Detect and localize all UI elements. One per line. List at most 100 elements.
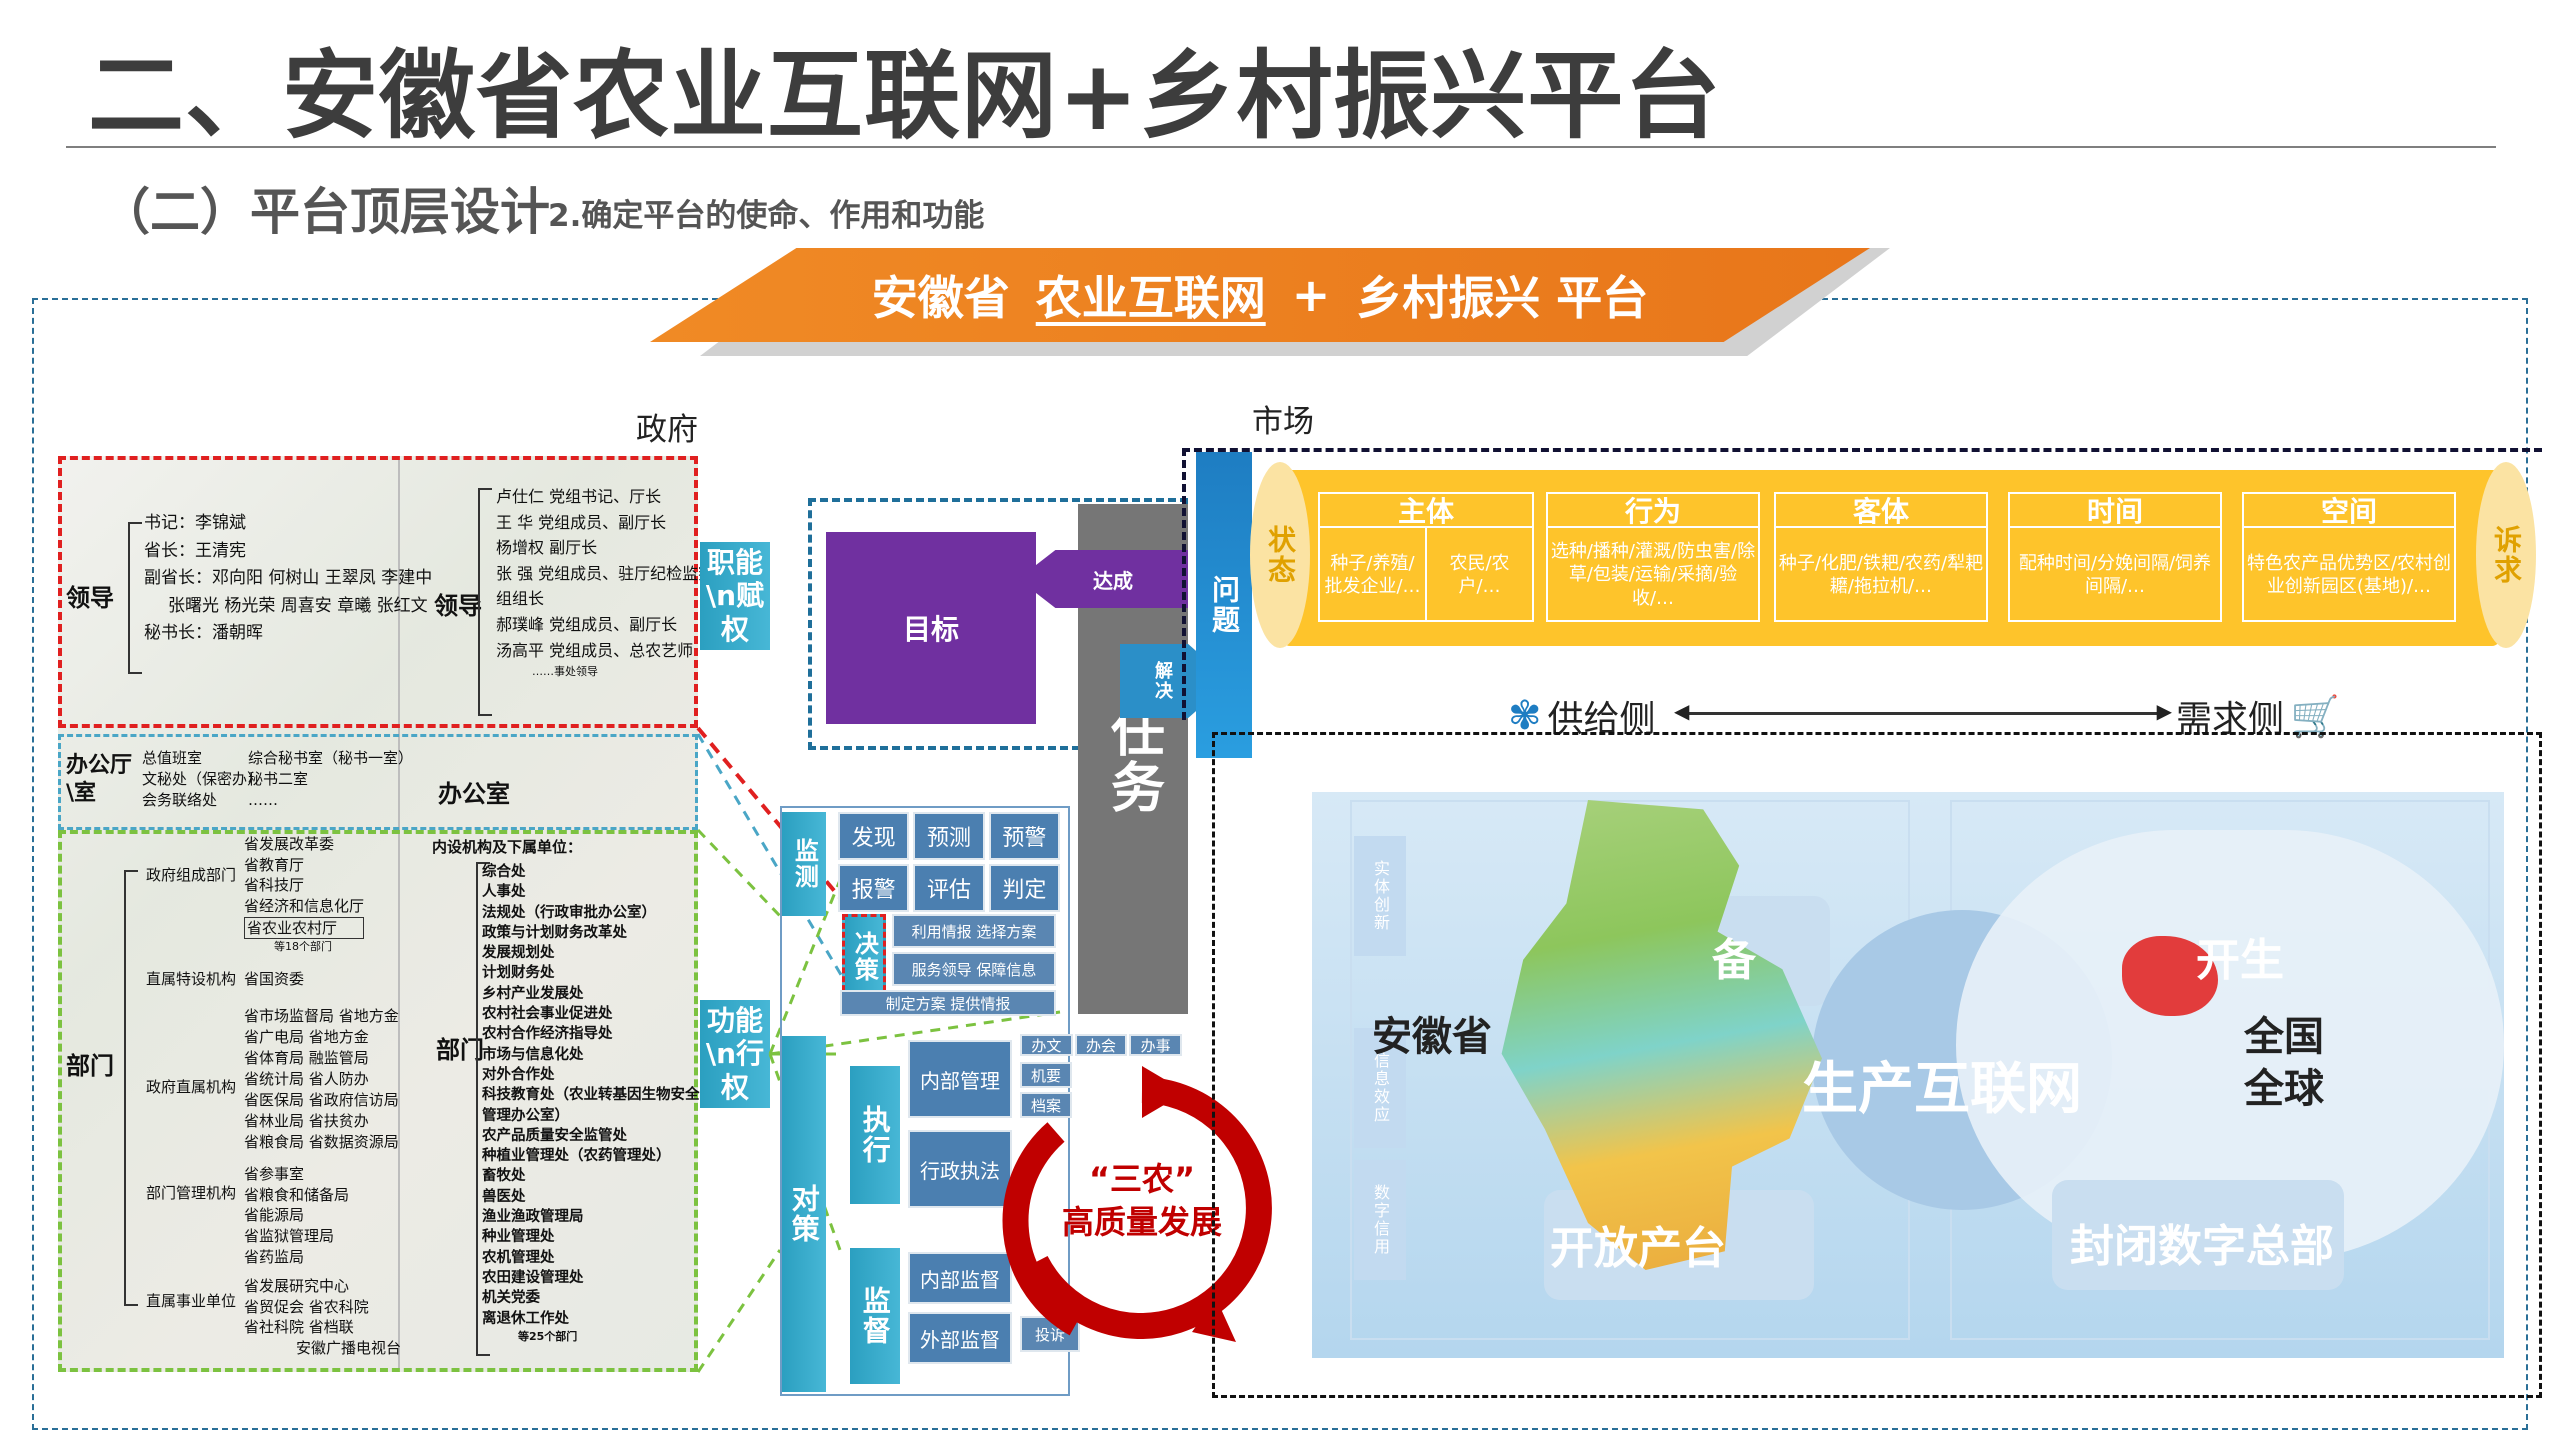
exec-top-cell[interactable]: 办文: [1020, 1034, 1073, 1056]
banner-province: 安徽省: [871, 271, 1010, 325]
action-label[interactable]: 对策: [782, 1036, 826, 1392]
national-label: 全国: [2244, 1014, 2324, 1060]
monitor-cell-assess[interactable]: 评估: [913, 864, 985, 912]
network-label: 生产互联网: [1802, 1057, 2082, 1122]
monitor-cell-predict[interactable]: 预测: [913, 812, 985, 860]
monitor-label[interactable]: 监测: [782, 812, 826, 916]
leader-item: 书记：李锦斌: [144, 513, 246, 533]
market-card-object: 客体 种子/化肥/铁耙/农药/犁耙耱/拖拉机/…: [1774, 492, 1988, 622]
internal-management-cell[interactable]: 内部管理: [908, 1040, 1012, 1118]
office-item: 秘书二室: [248, 770, 309, 788]
dept-item: 省发展改革委: [244, 835, 335, 853]
hq-label: 封闭数字总部: [2070, 1221, 2334, 1272]
dept-item: 省能源局: [244, 1206, 305, 1225]
dept-group-name: 直属特设机构: [146, 970, 237, 988]
green-connector-1: [696, 828, 782, 918]
dept-group-name: 政府组成部门: [146, 866, 237, 884]
leader-item: 省长：王清宪: [144, 540, 246, 561]
dept-item: 省农业农村厅: [244, 916, 365, 940]
achieve-label: 达成: [1093, 568, 1133, 593]
internal-supervision-cell[interactable]: 内部监督: [908, 1252, 1012, 1304]
china-highlight: [2122, 936, 2218, 1016]
arrow-left-icon: ◀: [1674, 699, 1690, 723]
dept-right-item: 等25个部门: [518, 1329, 578, 1343]
dept-right-item: 对外合作处: [482, 1066, 555, 1083]
function-empower-button[interactable]: 职能\n赋权: [700, 542, 770, 650]
card-body: 种子/养殖/批发企业/… 农民/农户/…: [1320, 528, 1532, 622]
office-item: ……: [248, 791, 278, 809]
page-title: 二、安徽省农业互联网+乡村振兴平台: [88, 40, 1722, 152]
dept-item: 等18个部门: [274, 940, 332, 954]
dept-item: 省科技厅: [244, 876, 305, 895]
province-label: 安徽省: [1372, 1014, 1492, 1060]
green-connector-5: [768, 879, 842, 1055]
leader-bracket: [128, 522, 142, 674]
decision-label[interactable]: 决策: [842, 914, 886, 1000]
execute-label[interactable]: 执行: [850, 1066, 900, 1204]
dept-group-list: 省市场监督局 省地方金 省广电局 省地方金 省体育局 融监管局 省统计局 省人防…: [244, 1006, 399, 1153]
card-head: 主体: [1320, 494, 1532, 528]
leader-right-item: 杨增权 副厅长: [496, 538, 598, 558]
dept-group-name: 部门管理机构: [146, 1184, 237, 1202]
monitor-cell-alarm[interactable]: 报警: [838, 864, 910, 912]
banner-revitalization: 乡村振兴 平台: [1356, 271, 1649, 325]
dept-group-list: 省参事室 省粮食和储备局 省能源局 省监狱管理局 省药监局: [244, 1164, 349, 1267]
side-chip: 实体创新: [1354, 836, 1406, 956]
card-head: 空间: [2244, 494, 2454, 528]
decision-cell[interactable]: 服务领导 保障信息: [892, 952, 1056, 986]
title-divider: [66, 146, 2496, 148]
dept-item: 省医保局 省政府信访局: [244, 1091, 399, 1109]
external-supervision-cell[interactable]: 外部监督: [908, 1312, 1012, 1364]
green-connector-7: [769, 1010, 1061, 1056]
leader-right-item: 张 强 党组成员、驻厅纪检监察: [496, 563, 715, 583]
office-list-2: 综合秘书室（秘书一室） 秘书二室 ……: [248, 748, 413, 811]
leader-item: 副省长：邓向阳 何树山 王翠凤 李建中: [144, 568, 433, 589]
office-right-label: 办公室: [438, 780, 510, 808]
dept-right-item: 离退休工作处: [482, 1310, 569, 1327]
exec-top-cell[interactable]: 办事: [1129, 1034, 1183, 1056]
exec-sub-cell[interactable]: 机要: [1020, 1062, 1072, 1088]
ring-arrowhead-top: [1142, 1066, 1186, 1118]
monitor-cell-warn[interactable]: 预警: [988, 812, 1060, 860]
supervise-label[interactable]: 监督: [850, 1248, 900, 1384]
leader-right-list: 卢仕仁 党组书记、厅长 王 华 党组成员、副厅长 杨增权 副厅长 张 强 党组成…: [496, 484, 714, 681]
ring-arc-lower: [1002, 1122, 1083, 1336]
dept-item: 省发展研究中心: [244, 1277, 350, 1295]
office-label: 办公厅\室: [66, 753, 133, 806]
card-body-cell: 配种时间/分娩间隔/饲养间隔/…: [2018, 552, 2212, 597]
decision-cell[interactable]: 利用情报 选择方案: [892, 914, 1056, 948]
dept-group-list: 省发展改革委 省教育厅 省科技厅 省经济和信息化厅 省农业农村厅 等18个部门: [244, 834, 365, 955]
monitor-cell-judge[interactable]: 判定: [988, 864, 1060, 912]
market-card-time: 时间 配种时间/分娩间隔/饲养间隔/…: [2008, 492, 2222, 622]
decision-cell[interactable]: 制定方案 提供情报: [840, 990, 1056, 1016]
leader-frame: [58, 456, 698, 728]
exec-sub-cell[interactable]: 档案: [1020, 1092, 1072, 1118]
office-item: 文秘处（保密办）: [142, 770, 263, 788]
global-label: 全球: [2244, 1066, 2324, 1112]
dept-right-item: 乡村产业发展处: [482, 985, 584, 1002]
dept-right-item: 兽医处: [482, 1188, 526, 1205]
cart-icon: 🛒: [2290, 693, 2340, 740]
ring-label-line2: 高质量发展: [1061, 1203, 1222, 1242]
dept-right-item: 发展规划处: [482, 945, 555, 962]
leader-right-item: 王 华 党组成员、副厅长: [496, 512, 667, 532]
function-exercise-button[interactable]: 功能\n行权: [700, 1000, 770, 1108]
monitor-cell-discover[interactable]: 发现: [838, 812, 910, 860]
exec-top-cell[interactable]: 办会: [1074, 1034, 1128, 1056]
office-item: 会务联络处: [142, 791, 218, 809]
decision-list: 利用情报 选择方案 服务领导 保障信息 制定方案 提供情报: [840, 914, 1056, 1016]
ring-label-line1: “三农”: [1088, 1160, 1196, 1198]
dept-item: 省粮食和储备局: [244, 1185, 350, 1204]
office-item: 总值班室: [142, 749, 203, 767]
dept-group-name: 直属事业单位: [146, 1292, 237, 1310]
card-body-cell: 选种/播种/灌溉/防虫害/除草/包装/运输/采摘/验收/…: [1550, 540, 1756, 609]
dept-item: 安徽广播电视台: [296, 1339, 402, 1358]
office-list: 总值班室 文秘处（保密办） 会务联络处: [142, 748, 262, 811]
leader-item: 张曙光 杨光荣 周喜安 章曦 张红文: [168, 595, 428, 616]
law-enforcement-cell[interactable]: 行政执法: [908, 1130, 1012, 1208]
leader-right-item: 汤高平 党组成员、总农艺师: [496, 640, 694, 660]
department-right-list: 综合处 人事处 法规处（行政审批办公室） 政策与计划财务改革处 发展规划处 计划…: [482, 862, 700, 1344]
side-chip: 信息效应: [1354, 1028, 1406, 1148]
dept-right-item: 政策与计划财务改革处: [482, 924, 627, 941]
card-head: 时间: [2010, 494, 2220, 528]
